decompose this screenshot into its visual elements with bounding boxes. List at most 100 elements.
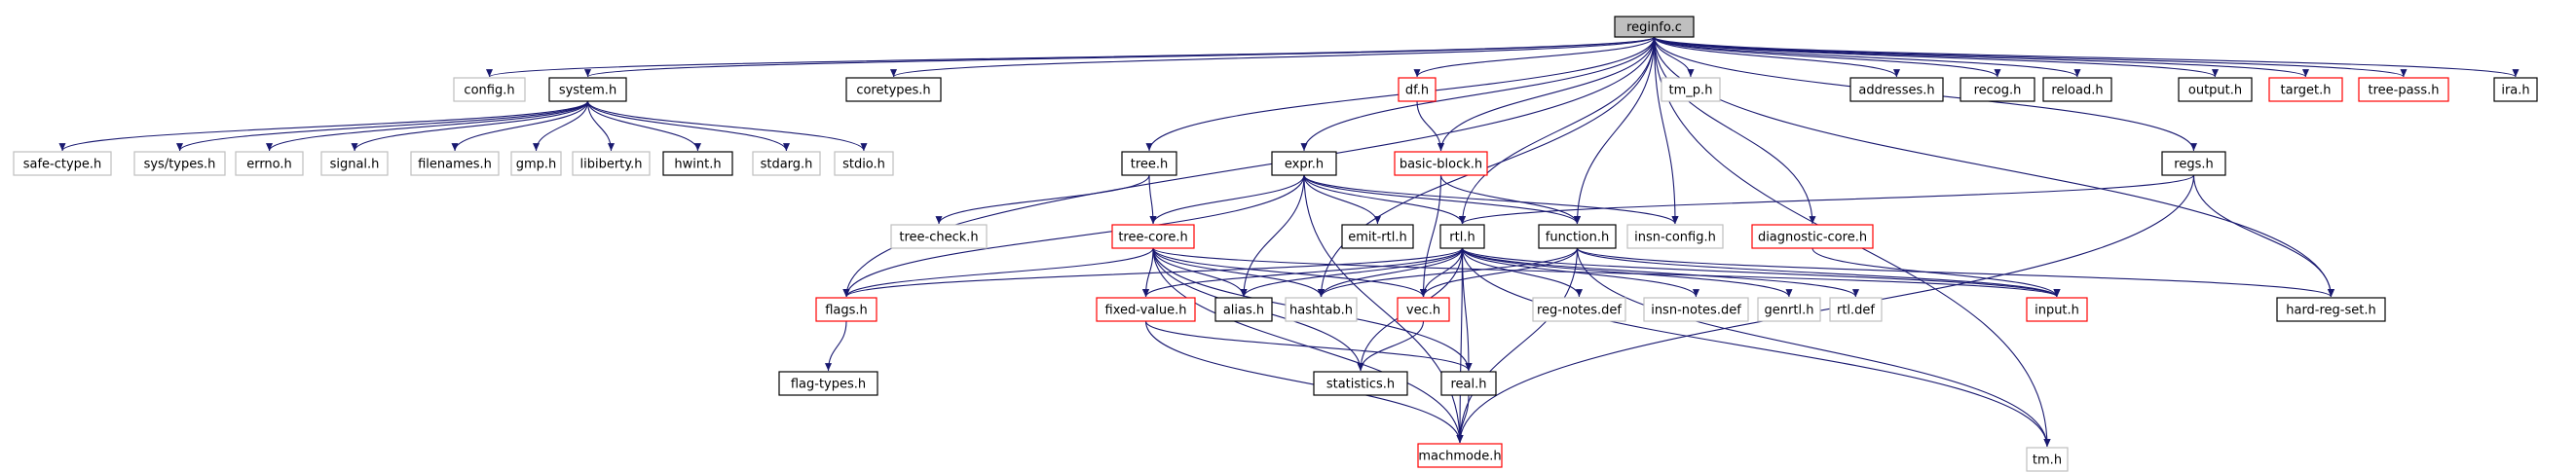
node-label: target.h [2281, 84, 2332, 98]
edge-tree_h-to-tree_core_h [1148, 174, 1157, 225]
node-box [453, 77, 526, 102]
node-label: filenames.h [418, 158, 492, 172]
node-target-h[interactable]: target.h [2268, 77, 2343, 102]
edge-basic_block_h-to-function_h [1439, 174, 1581, 225]
node-box [2358, 77, 2449, 102]
node-flags-h[interactable]: flags.h [815, 297, 877, 322]
node-label: alias.h [1223, 304, 1264, 318]
node-system-h[interactable]: system.h [548, 77, 627, 102]
node-box [1271, 151, 1337, 176]
node-hwint-h[interactable]: hwint.h [662, 151, 733, 176]
edge-function_h-to-input_h [1576, 247, 2061, 298]
node-addresses-h[interactable]: addresses.h [1849, 77, 1944, 102]
edge-reginfo_c-to-rtl_h [1458, 36, 1656, 225]
node-vec-h[interactable]: vec.h [1397, 297, 1450, 322]
edge-system_h-to-hwint_h [586, 100, 701, 152]
node-label: coretypes.h [856, 84, 930, 98]
edge-rtl_h-to-rtl_def [1461, 247, 1859, 298]
node-box [2276, 297, 2386, 322]
node-reginfo-c[interactable]: reginfo.c [1614, 16, 1695, 38]
node-regs-h[interactable]: regs.h [2161, 151, 2226, 176]
edge-system_h-to-stdarg_h [586, 100, 790, 152]
edge-tree_core_h-to-hashtab_h [1152, 247, 1325, 298]
edge-expr_h-to-function_h [1303, 174, 1581, 225]
edge-system_h-to-sys_types_h [176, 100, 589, 152]
edge-tree_core_h-to-alias_h [1152, 247, 1248, 298]
node-label: tree-check.h [899, 231, 978, 245]
edge-system_h-to-errno_h [266, 100, 589, 152]
node-df-h[interactable]: df.h [1398, 77, 1437, 102]
node-rtl-h[interactable]: rtl.h [1439, 224, 1485, 249]
node-tree-pass-h[interactable]: tree-pass.h [2358, 77, 2449, 102]
node-diagnostic-core-h[interactable]: diagnostic-core.h [1751, 224, 1874, 249]
node-label: input.h [2035, 304, 2079, 318]
node-insn-notes-def: insn-notes.def [1643, 297, 1749, 322]
node-box [1285, 297, 1358, 322]
edge-expr_h-to-emit_rtl_h [1303, 174, 1381, 225]
node-box [548, 77, 627, 102]
node-box [572, 151, 651, 176]
node-fixed-value-h[interactable]: fixed-value.h [1096, 297, 1196, 322]
edge-regs_h-to-hard_reg_set_h [2192, 174, 2335, 298]
node-box [2026, 447, 2069, 472]
node-label: basic-block.h [1400, 158, 1482, 172]
node-flag-types-h[interactable]: flag-types.h [778, 371, 878, 396]
node-expr-h[interactable]: expr.h [1271, 151, 1337, 176]
node-machmode-h[interactable]: machmode.h [1417, 443, 1503, 468]
node-label: gmp.h [516, 158, 557, 172]
edge-reginfo_c-to-target_h [1653, 36, 2309, 78]
node-tree-h[interactable]: tree.h [1121, 151, 1177, 176]
node-label: reload.h [2051, 84, 2103, 98]
node-config-h: config.h [453, 77, 526, 102]
node-statistics-h[interactable]: statistics.h [1313, 371, 1408, 396]
node-errno-h: errno.h [235, 151, 304, 176]
node-box [2493, 77, 2538, 102]
node-label: regs.h [2174, 158, 2213, 172]
node-label: tree-core.h [1118, 231, 1187, 245]
node-recog-h[interactable]: recog.h [1960, 77, 2035, 102]
node-function-h[interactable]: function.h [1538, 224, 1617, 249]
node-alias-h[interactable]: alias.h [1214, 297, 1273, 322]
edge-real_h-to-machmode_h [1456, 394, 1470, 444]
node-label: hashtab.h [1289, 304, 1353, 318]
node-box [235, 151, 304, 176]
node-label: config.h [464, 84, 514, 98]
edge-rtl_h-to-hashtab_h [1318, 247, 1464, 298]
edge-reginfo_c-to-diagnostic_core_h [1653, 36, 1816, 225]
node-ira-h[interactable]: ira.h [2493, 77, 2538, 102]
node-box [834, 151, 894, 176]
node-label: insn-config.h [1634, 231, 1716, 245]
node-box [1096, 297, 1196, 322]
edge-tree_h-to-tree_check_h [935, 174, 1150, 225]
node-basic-block-h[interactable]: basic-block.h [1394, 151, 1488, 176]
node-reload-h[interactable]: reload.h [2042, 77, 2112, 102]
node-hard-reg-set-h[interactable]: hard-reg-set.h [2276, 297, 2386, 322]
node-box [1626, 224, 1724, 249]
node-output-h[interactable]: output.h [2178, 77, 2253, 102]
node-stdarg-h: stdarg.h [752, 151, 821, 176]
node-box [778, 371, 878, 396]
edge-df_h-to-basic_block_h [1416, 100, 1445, 152]
node-box [2042, 77, 2112, 102]
node-label: stdarg.h [761, 158, 813, 172]
edge-rtl_h-to-tm_h [1461, 247, 2051, 448]
edge-tree_core_h-to-flags_h [842, 247, 1154, 298]
edge-rtl_h-to-alias_h [1240, 247, 1464, 298]
node-box [1538, 224, 1617, 249]
node-box [1532, 297, 1626, 322]
node-emit-rtl-h[interactable]: emit-rtl.h [1341, 224, 1414, 249]
node-label: tm_p.h [1669, 84, 1713, 98]
node-box [1643, 297, 1749, 322]
node-box [2026, 297, 2088, 322]
node-label: rtl.h [1449, 231, 1475, 245]
edge-rtl_h-to-machmode_h [1456, 247, 1464, 444]
node-label: tree.h [1131, 158, 1169, 172]
node-label: libiberty.h [580, 158, 643, 172]
edge-system_h-to-libiberty_h [586, 100, 616, 152]
node-coretypes-h[interactable]: coretypes.h [845, 77, 942, 102]
node-input-h[interactable]: input.h [2026, 297, 2088, 322]
node-tree-core-h[interactable]: tree-core.h [1111, 224, 1195, 249]
node-real-h[interactable]: real.h [1440, 371, 1497, 396]
node-signal-h: signal.h [320, 151, 389, 176]
node-box [2178, 77, 2253, 102]
